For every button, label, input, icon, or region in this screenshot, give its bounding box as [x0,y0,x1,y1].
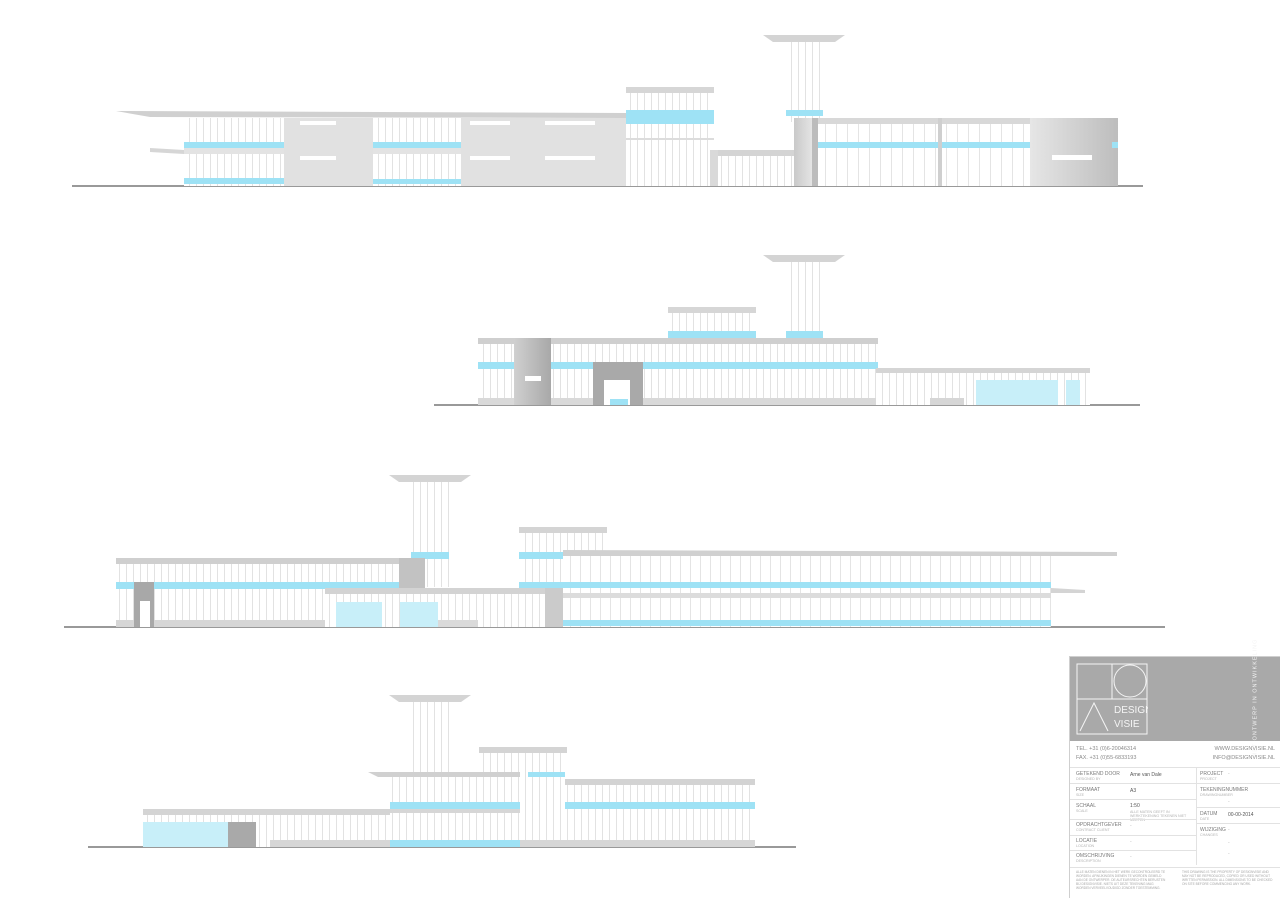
format-value: A3 [1130,788,1137,794]
location-value: - [1130,839,1132,845]
elevation-4-drawing [88,695,796,848]
divider [1070,819,1196,820]
date-value: 00-00-2014 [1228,812,1254,818]
phone-number: TEL. +31 (0)6-20046314 [1076,746,1137,752]
field-label: PROJECT [1200,771,1224,777]
title-block: DESIGN VISIE MET ONTWERP IN ONTWIKKELING… [1069,639,1280,898]
divider [1196,767,1197,865]
divider [1196,783,1280,784]
field-sublabel: DESIGNED BY [1076,777,1101,781]
field-label: LOCATIE [1076,838,1098,844]
field-sublabel: SCALE [1076,809,1088,813]
scale-value: 1:50 [1130,803,1140,809]
elevation-3 [0,460,1280,660]
description-value: - [1130,854,1132,860]
field-sublabel: CHANGES [1200,833,1218,837]
elevation-2-drawing [434,255,1140,406]
divider [1070,799,1196,800]
field-label: OMSCHRIJVING [1076,853,1115,859]
email-link[interactable]: INFO@DESIGNVISIE.NL [1212,755,1275,761]
logo-word-visie: VISIE [1114,719,1140,730]
divider [1070,850,1196,851]
field-label: WIJZIGING [1200,827,1226,833]
elevation-1 [0,0,1280,200]
field-label: OPDRACHTGEVER [1076,822,1122,828]
divider [1070,867,1280,868]
field-sublabel: PROJECT [1200,777,1217,781]
revision-value-3: - [1228,851,1230,857]
field-sublabel: LOCATION [1076,844,1095,848]
drawn-by-value: Arne van Dale [1130,772,1162,778]
elevation-4 [0,680,1280,880]
revision-value-2: - [1228,840,1230,846]
elevation-3-drawing [64,475,1165,628]
slogan-text: MET ONTWERP IN ONTWIKKELING [1252,638,1259,758]
elevation-2 [0,230,1280,430]
elevation-1-drawing [72,35,1143,187]
divider [1070,835,1196,836]
divider [1070,767,1280,768]
project-value: - [1228,771,1230,777]
field-label: FORMAAT [1076,787,1101,793]
disclaimer-en: THIS DRAWING IS THE PROPERTY OF DESIGNVI… [1182,870,1273,886]
field-sublabel: DESCRIPTION [1076,859,1101,863]
field-sublabel: DRAWINGNUMBER [1200,793,1233,797]
field-sublabel: SIZE [1076,793,1084,797]
website-link[interactable]: WWW.DESIGNVISIE.NL [1214,746,1275,752]
field-label: SCHAAL [1076,803,1097,809]
disclaimer-nl: ALLE MATEN DIENEN IN HET WERK GECONTROLE… [1076,870,1166,890]
field-sublabel: DATE [1200,817,1210,821]
scale-note: ALLE MATEN GEEFT IN WERKTEKENING TEKENEN… [1130,810,1187,822]
client-value: - [1130,823,1132,829]
field-label: TEKENINGNUMMER [1200,787,1249,793]
divider [1196,807,1280,808]
revision-value-1: - [1228,827,1230,833]
title-block-header: DESIGN VISIE MET ONTWERP IN ONTWIKKELING [1070,639,1280,757]
drawing-number-value: - [1228,799,1230,805]
logo-word-design: DESIGN [1114,705,1148,716]
divider [1196,823,1280,824]
designvisie-logo: DESIGN VISIE [1076,663,1148,735]
divider [1070,783,1196,784]
field-label: DATUM [1200,811,1218,817]
field-label: GETEKEND DOOR [1076,771,1120,777]
fax-number: FAX. +31 (0)55-6833193 [1076,755,1137,761]
field-sublabel: CONTRACT CLIENT [1076,828,1110,832]
